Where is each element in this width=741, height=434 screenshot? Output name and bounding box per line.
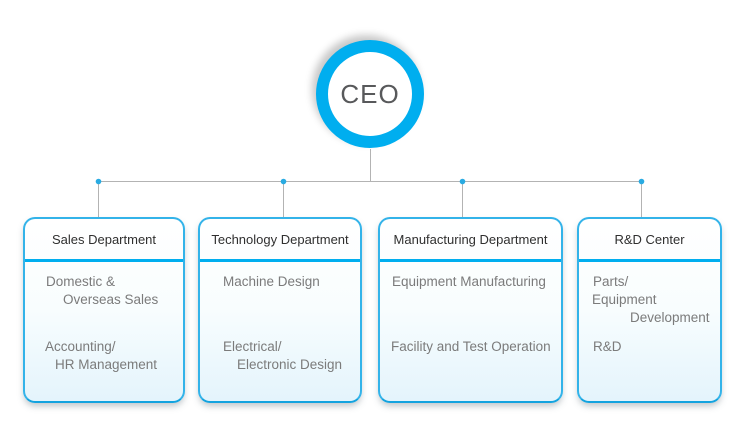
connector-dot (459, 178, 466, 185)
connector-dot (638, 178, 645, 185)
ceo-label: CEO (340, 78, 400, 109)
dept-item-line: HR Management (55, 357, 158, 372)
dept-header-divider (579, 259, 720, 262)
dept-item-line: R&D (593, 339, 622, 354)
dept-item: R&D (579, 338, 720, 356)
ceo-node: CEO (316, 40, 424, 148)
dept-header-divider (25, 259, 183, 262)
dept-item-line: Accounting/ (45, 339, 116, 354)
dept-header-divider (380, 259, 561, 262)
dept-item-line: Facility and Test Operation (391, 339, 551, 354)
dept-item-line: Overseas Sales (63, 292, 159, 307)
dept-item: Parts/ Equipment Development (579, 273, 720, 327)
dept-title-manufacturing: Manufacturing Department (393, 231, 548, 247)
dept-item: Equipment Manufacturing (380, 273, 561, 291)
dept-item-line: Parts/ (593, 274, 629, 289)
dept-box-sales: Sales Department Domestic & Overseas Sal… (23, 217, 185, 403)
dept-header-divider (200, 259, 360, 262)
dept-box-rnd: R&D Center Parts/ Equipment Development … (577, 217, 722, 403)
dept-item-line: Electrical/ (223, 339, 282, 354)
dept-item-line: Development (630, 310, 710, 325)
dept-box-technology: Technology Department Machine Design Ele… (198, 217, 362, 403)
dept-item: Machine Design (200, 273, 360, 291)
dept-item-line: Equipment (592, 292, 657, 307)
dept-item: Domestic & Overseas Sales (25, 273, 183, 309)
dept-item: Facility and Test Operation (380, 338, 561, 356)
dept-title-rnd: R&D Center (614, 231, 685, 247)
dept-box-manufacturing: Manufacturing Department Equipment Manuf… (378, 217, 563, 403)
dept-item-line: Domestic & (46, 274, 116, 289)
dept-item-line: Electronic Design (237, 357, 343, 372)
dept-item: Electrical/ Electronic Design (200, 338, 360, 374)
dept-item-line: Machine Design (223, 274, 320, 289)
dept-title-sales: Sales Department (51, 231, 157, 247)
dept-item: Accounting/ HR Management (25, 338, 183, 374)
connector-dot (280, 178, 287, 185)
dept-item-line: Equipment Manufacturing (392, 274, 546, 289)
connector-dot (95, 178, 102, 185)
dept-title-technology: Technology Department (211, 231, 349, 247)
